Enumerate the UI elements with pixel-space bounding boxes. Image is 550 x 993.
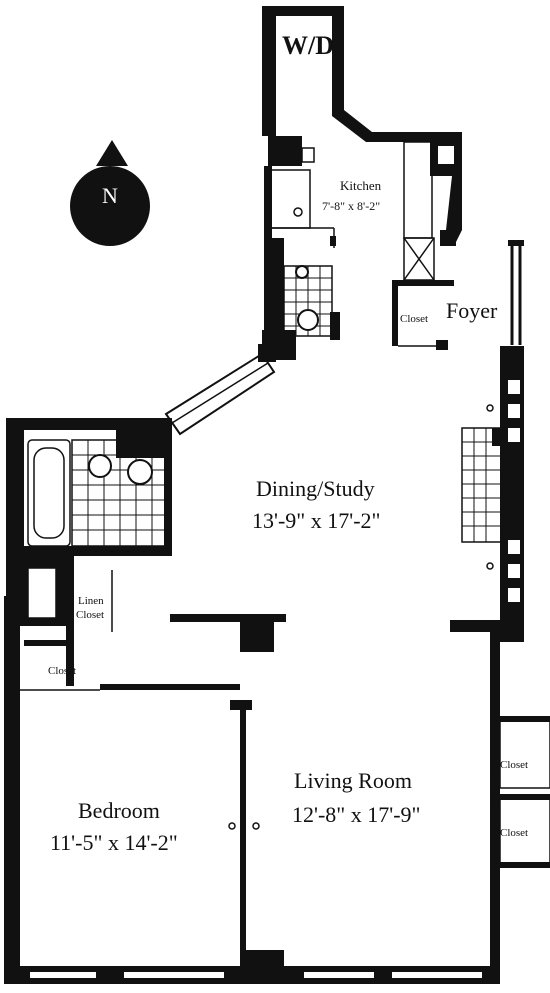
compass-icon: N [70,140,150,246]
foyer-closet-label: Closet [400,313,428,325]
living-closet-label-2: Closet [500,827,528,839]
dining-living-divider [170,614,502,652]
foyer-label: Foyer [446,298,498,323]
hall-closets [20,556,240,691]
linen-closet-label-2: Closet [76,609,104,621]
bedroom-label: Bedroom [78,798,160,823]
bedroom-dims: 11'-5" x 14'-2" [50,830,178,855]
entry-door [508,240,524,345]
dining-label: Dining/Study [256,476,375,501]
bedroom-living-divider [228,700,260,970]
bathroom-left [6,418,172,598]
compass-label: N [102,183,118,208]
living-dims: 12'-8" x 17'-9" [292,802,421,827]
linen-closet-label: Linen [78,595,104,607]
right-windows [486,346,524,642]
dining-dims: 13'-9" x 17'-2" [252,508,381,533]
bath-right [461,427,503,543]
washer-dryer-label: W/D [282,31,334,60]
living-closets [490,716,550,868]
angled-window [164,344,276,436]
living-closet-label-1: Closet [500,759,528,771]
kitchen-label: Kitchen [340,178,382,193]
small-closet-label: Closet [48,665,76,677]
powder-room [283,265,340,340]
kitchen-walls [262,6,462,360]
foyer-closet-walls [392,280,454,350]
outer-walls [4,596,500,984]
living-label: Living Room [294,768,412,793]
kitchen-dims: 7'-8" x 8'-2" [322,199,380,213]
